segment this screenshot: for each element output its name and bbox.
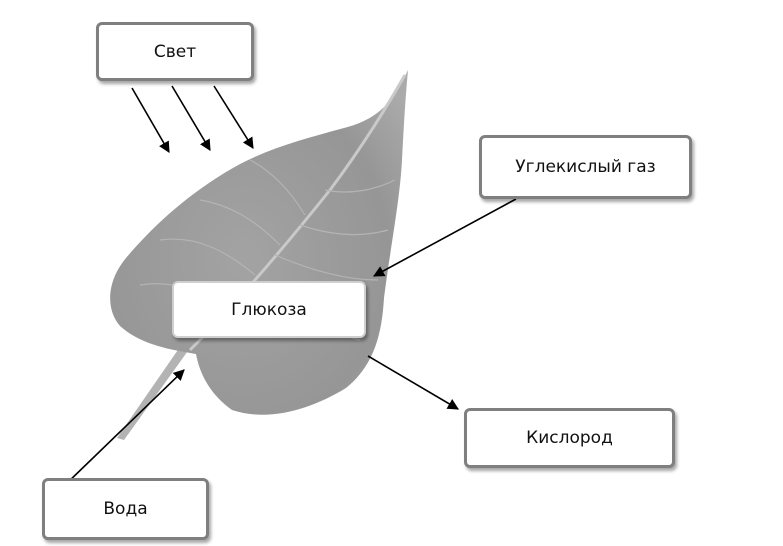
leaf-stem bbox=[117, 344, 190, 440]
glucose-label-text: Глюкоза bbox=[231, 299, 307, 320]
glucose-label: Глюкоза bbox=[172, 281, 366, 338]
water-label: Вода bbox=[42, 478, 209, 540]
light-label: Свет bbox=[96, 22, 254, 81]
co2-label: Углекислый газ bbox=[479, 135, 692, 199]
oxygen-label: Кислород bbox=[464, 408, 675, 468]
water-arrow bbox=[63, 369, 185, 487]
light-arrow-2 bbox=[171, 85, 211, 151]
co2-arrow bbox=[373, 198, 517, 277]
light-arrow-3 bbox=[213, 85, 254, 149]
leaf-veins bbox=[139, 159, 396, 341]
light-arrow-1 bbox=[131, 87, 170, 153]
oxygen-arrow bbox=[367, 355, 459, 410]
co2-label-text: Углекислый газ bbox=[515, 157, 656, 177]
oxygen-label-text: Кислород bbox=[526, 428, 613, 448]
water-label-text: Вода bbox=[103, 499, 148, 519]
leaf bbox=[110, 70, 409, 415]
light-label-text: Свет bbox=[153, 41, 197, 62]
